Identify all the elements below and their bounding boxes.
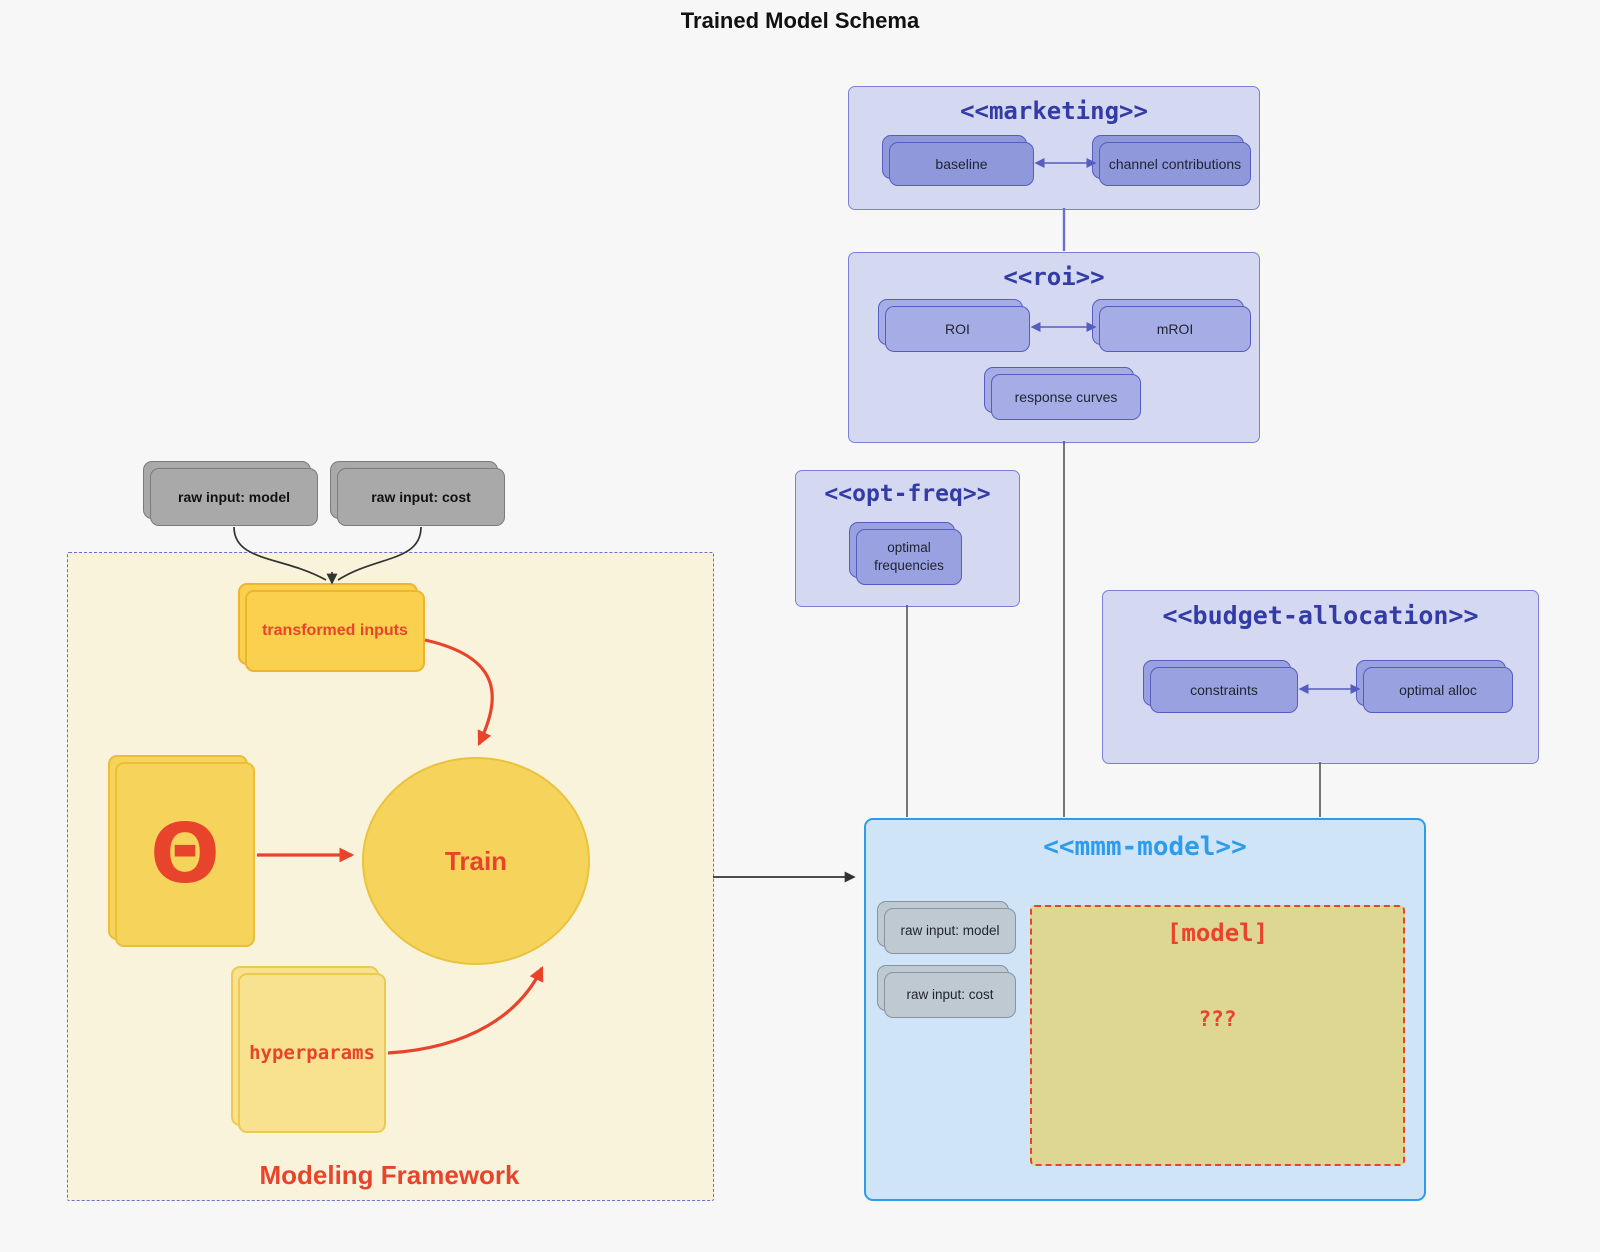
node-label: baseline — [889, 142, 1034, 186]
node-mmm-raw-input-model: raw input: model — [877, 901, 1016, 954]
container-mmm-model: <<mmm-model>> raw input: model raw input… — [864, 818, 1426, 1201]
train-label: Train — [444, 845, 508, 876]
node-label: optimal frequencies — [856, 529, 962, 585]
node-label: optimal alloc — [1363, 667, 1513, 713]
container-marketing: <<marketing>> baseline channel contribut… — [848, 86, 1260, 210]
node-label: transformed inputs — [245, 590, 425, 672]
node-channel-contributions: channel contributions — [1092, 135, 1251, 186]
container-roi: <<roi>> ROI mROI response curves — [848, 252, 1260, 443]
node-constraints: constraints — [1143, 660, 1298, 713]
node-label: channel contributions — [1099, 142, 1251, 186]
node-mroi: mROI — [1092, 299, 1251, 352]
container-opt-freq: <<opt-freq>> optimal frequencies — [795, 470, 1020, 607]
node-hyperparams: hyperparams — [231, 966, 386, 1133]
node-response-curves: response curves — [984, 367, 1141, 420]
node-raw-input-model: raw input: model — [143, 461, 318, 526]
node-label: raw input: cost — [884, 972, 1016, 1018]
node-optimal-frequencies: optimal frequencies — [849, 522, 962, 585]
container-title: <<marketing>> — [960, 97, 1148, 125]
node-label: ROI — [885, 306, 1030, 352]
node-label: raw input: cost — [337, 468, 505, 526]
container-budget-allocation: <<budget-allocation>> constraints optima… — [1102, 590, 1539, 764]
model-unknown-text: ??? — [1198, 1007, 1237, 1031]
model-placeholder-box: [model] ??? — [1030, 905, 1405, 1166]
modeling-framework-label: Modeling Framework — [259, 1160, 520, 1190]
node-mmm-raw-input-cost: raw input: cost — [877, 965, 1016, 1018]
theta-glyph: Θ — [150, 806, 220, 902]
node-label: constraints — [1150, 667, 1298, 713]
node-label: response curves — [991, 374, 1141, 420]
container-title: <<mmm-model>> — [1043, 832, 1247, 862]
node-roi: ROI — [878, 299, 1030, 352]
node-baseline: baseline — [882, 135, 1034, 186]
node-raw-input-cost: raw input: cost — [330, 461, 505, 526]
container-title: <<budget-allocation>> — [1162, 601, 1479, 630]
node-label: raw input: model — [884, 908, 1016, 954]
node-label: hyperparams — [238, 973, 386, 1133]
node-train: Train — [362, 757, 590, 965]
node-label: raw input: model — [150, 468, 318, 526]
node-theta: Θ — [108, 755, 255, 947]
node-optimal-alloc: optimal alloc — [1356, 660, 1513, 713]
node-transformed-inputs: transformed inputs — [238, 583, 425, 672]
node-label: mROI — [1099, 306, 1251, 352]
page-title: Trained Model Schema — [680, 8, 920, 33]
container-title: <<opt-freq>> — [824, 481, 991, 507]
container-title: <<roi>> — [1003, 263, 1105, 291]
node-label: Θ — [115, 762, 255, 947]
model-label: [model] — [1166, 919, 1269, 947]
